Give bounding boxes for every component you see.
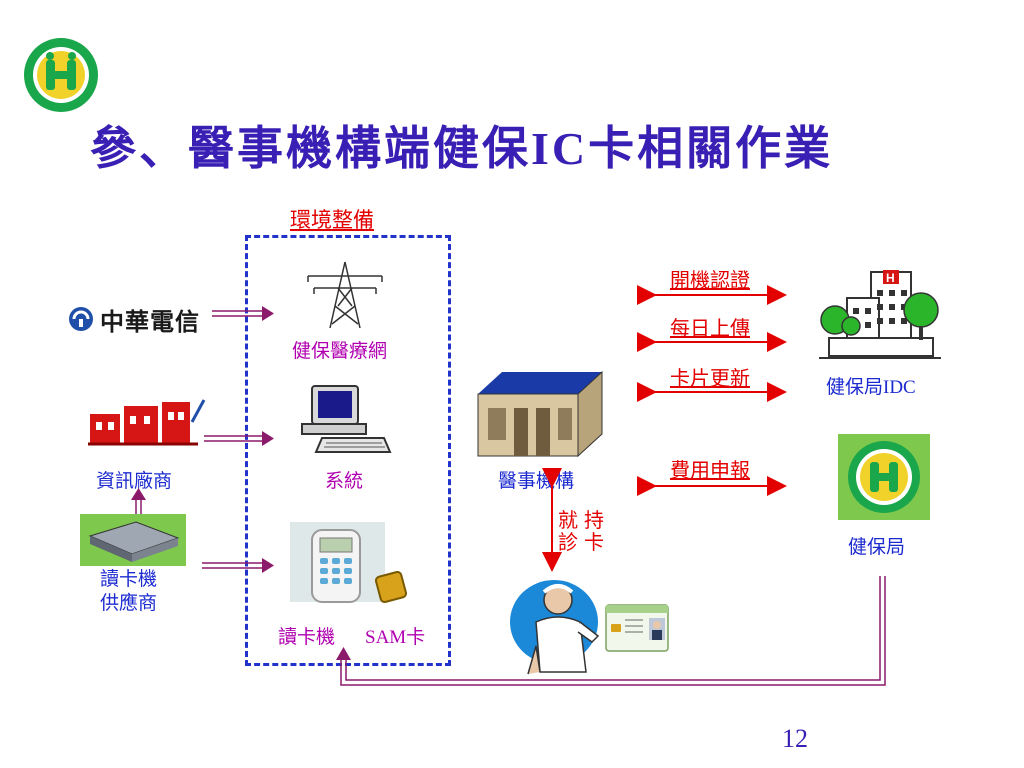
computer-icon [292, 382, 392, 457]
red-bidirectional-arrows [542, 285, 787, 572]
supplier-to-reader-arrow [202, 558, 274, 573]
patient-note-col2: 持卡 [584, 510, 604, 554]
environment-heading: 環境整備 [290, 208, 374, 232]
page-title: 參、醫事機構端健保IC卡相關作業 [90, 123, 834, 174]
supplier-to-vendor-arrow [131, 488, 146, 514]
idc-building-icon: H [815, 268, 945, 364]
page-number: 12 [782, 724, 808, 753]
reader-supplier-line2: 供應商 [100, 593, 158, 614]
cht-logo-icon: 中華電信 [68, 302, 218, 336]
network-label: 健保醫療網 [292, 341, 388, 362]
sam-card-label: SAM卡 [365, 627, 426, 648]
factory-icon [88, 396, 208, 448]
cht-to-network-arrow [212, 306, 274, 321]
nhi-logo-icon [22, 36, 100, 114]
reader-supplier-label: 讀卡機 供應商 [100, 568, 157, 616]
bureau-return-arrow [340, 576, 886, 686]
patient-icon [506, 576, 606, 676]
nhi-card-icon [605, 604, 669, 652]
environment-box [245, 235, 451, 666]
nhi-bureau-icon [838, 434, 930, 520]
clinic-icon [474, 368, 604, 458]
svg-text:H: H [886, 271, 895, 285]
idc-label: 健保局IDC [826, 377, 916, 398]
system-label: 系統 [325, 471, 364, 492]
building-icon [80, 514, 186, 566]
reader-supplier-line1: 讀卡機 [100, 569, 158, 590]
card-reader-icon [290, 522, 410, 614]
patient-note-col1: 就診 [558, 510, 578, 554]
power-tower-icon [300, 258, 390, 330]
bureau-label: 健保局 [848, 537, 906, 558]
vendor-to-system-arrow [204, 431, 274, 446]
card-reader-label: 讀卡機 [278, 627, 336, 648]
cht-text: 中華電信 [100, 309, 200, 336]
info-vendor-label: 資訊廠商 [96, 471, 173, 492]
